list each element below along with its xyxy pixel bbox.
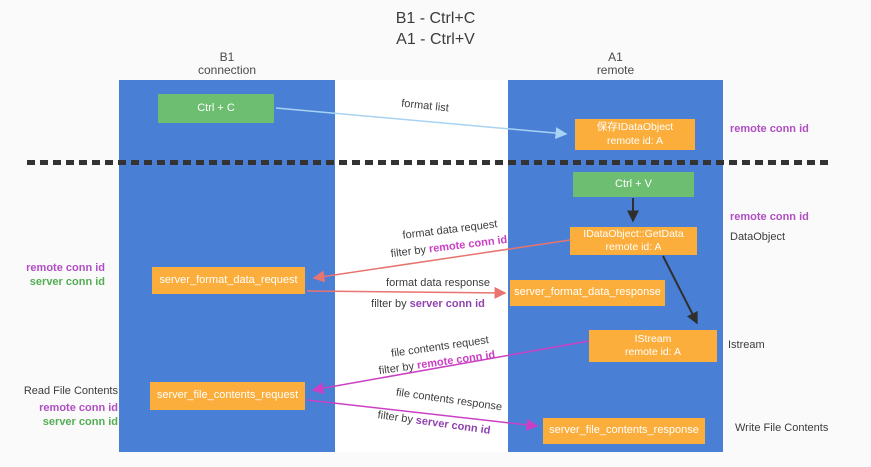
server-format-data-request-label: server_format_data_request	[159, 273, 298, 286]
ctrl-c-label: Ctrl + C	[197, 101, 235, 114]
server-conn-id-label-left-2: server conn id	[42, 416, 118, 428]
server-conn-id-label-left-1: server conn id	[29, 276, 105, 288]
write-file-contents-label: Write File Contents	[735, 422, 829, 434]
server-file-contents-request-box: server_file_contents_request	[150, 382, 305, 410]
server-format-data-request-box: server_format_data_request	[152, 267, 305, 294]
save-idataobject-line1: 保存IDataObject	[596, 121, 674, 134]
istream-box: IStream remote id: A	[589, 330, 717, 362]
remote-conn-id-label-left-2: remote conn id	[39, 402, 118, 414]
session-separator-dashed-line	[27, 160, 833, 165]
getdata-line2: remote id: A	[605, 241, 662, 253]
filter-by-server-conn-id-label-1: filter by server conn id	[371, 298, 485, 310]
left-conn-id-group-1: remote conn id server conn id	[10, 261, 105, 289]
server-format-data-response-box: server_format_data_response	[510, 280, 665, 306]
save-idataobject-box: 保存IDataObject remote id: A	[575, 119, 695, 150]
remote-conn-id-label-right-mid: remote conn id	[730, 211, 809, 223]
remote-conn-id-label-left-1: remote conn id	[26, 262, 105, 274]
left-conn-id-group-2: Read File Contents remote conn id server…	[10, 384, 118, 429]
diagram-title-line2: A1 - Ctrl+V	[396, 31, 475, 48]
lane-a1-subname: remote	[596, 63, 635, 77]
lane-b1-subname: connection	[197, 63, 257, 77]
lane-a1-name: A1	[608, 50, 623, 64]
diagram-title-line1: B1 - Ctrl+C	[395, 10, 476, 27]
read-file-contents-label: Read File Contents	[23, 385, 118, 397]
server-conn-id-highlight: server conn id	[409, 298, 485, 310]
diagram-title: B1 - Ctrl+C A1 - Ctrl+V	[0, 8, 871, 50]
istream-line2: remote id: A	[624, 346, 682, 358]
server-file-contents-response-box: server_file_contents_response	[543, 418, 705, 444]
remote-conn-id-label-right-top: remote conn id	[730, 123, 809, 135]
save-idataobject-line2: remote id: A	[606, 134, 664, 147]
format-data-response-label: format data response	[386, 277, 490, 289]
dataobject-label: DataObject	[730, 231, 786, 243]
lane-header-a1-remote: A1 remote	[508, 51, 723, 77]
lane-header-b1-connection: B1 connection	[119, 51, 335, 77]
server-format-data-response-label: server_format_data_response	[514, 286, 661, 299]
server-file-contents-request-label: server_file_contents_request	[156, 389, 299, 402]
getdata-line1: IDataObject::GetData	[583, 227, 684, 240]
server-file-contents-response-label: server_file_contents_response	[549, 424, 699, 437]
ctrl-v-label: Ctrl + V	[615, 177, 652, 190]
ctrl-c-box: Ctrl + C	[158, 94, 274, 123]
filter-prefix: filter by	[371, 298, 410, 310]
ctrl-v-box: Ctrl + V	[573, 172, 694, 197]
lane-b1-name: B1	[219, 50, 235, 64]
idataobject-getdata-box: IDataObject::GetData remote id: A	[570, 227, 697, 255]
istream-line1: IStream	[634, 332, 672, 345]
istream-label: Istream	[728, 339, 765, 351]
